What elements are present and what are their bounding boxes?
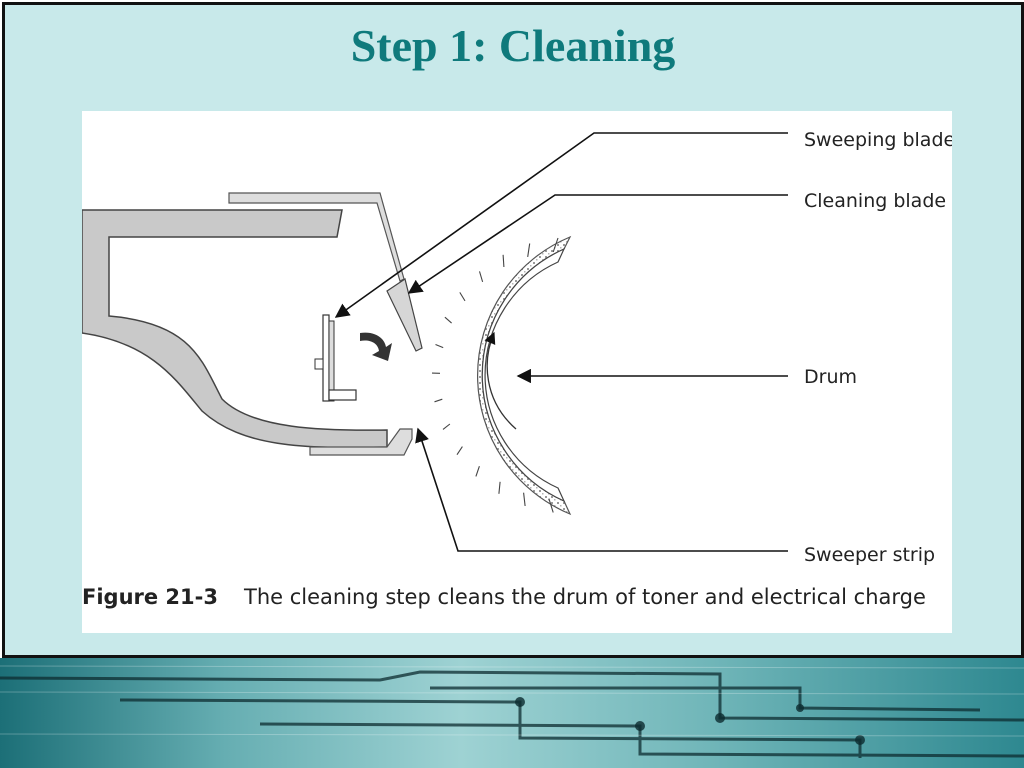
circuit-lines — [0, 665, 1024, 758]
drum-segment-line — [478, 271, 484, 283]
drum-segment-line — [434, 398, 443, 403]
drum-segment-line — [459, 292, 466, 302]
drum-segment-line — [523, 492, 526, 507]
figure-panel: Sweeping blade Cleaning blade Drum Sweep… — [82, 111, 952, 633]
rotation-arrow-icon — [360, 332, 392, 361]
sweeping-blade-leader — [334, 132, 788, 318]
label-sweeper-strip: Sweeper strip — [804, 544, 935, 566]
caption-number: Figure 21-3 — [82, 585, 218, 609]
cleaning-blade — [386, 278, 423, 352]
drum-segment-line — [456, 446, 463, 456]
drum-segment-line — [435, 343, 444, 349]
drum-segment-line — [548, 498, 554, 513]
sweeper-strip-leader — [415, 427, 788, 552]
cartridge-housing — [82, 209, 388, 449]
top-guide-plate — [228, 192, 405, 282]
decorative-circuit-footer — [0, 658, 1024, 768]
drum-segment-line — [498, 481, 501, 494]
drum-segment-line — [444, 316, 452, 324]
sweeping-blade-bracket — [314, 314, 357, 402]
drum-segment-line — [475, 466, 480, 477]
drum-segment-line — [442, 423, 451, 430]
cleaning-blade-leader — [407, 194, 788, 294]
drum — [431, 235, 572, 516]
sweeper-strip-plate — [309, 428, 413, 456]
label-drum: Drum — [804, 366, 857, 388]
caption-text: The cleaning step cleans the drum of ton… — [244, 585, 926, 609]
cleaning-diagram: Sweeping blade Cleaning blade Drum Sweep… — [82, 129, 952, 566]
label-sweeping-blade: Sweeping blade — [804, 129, 952, 151]
drum-segment-line — [552, 237, 559, 253]
drum-rotation-arrow — [484, 331, 517, 430]
drum-segment-line — [502, 254, 505, 268]
label-cleaning-blade: Cleaning blade — [804, 190, 946, 212]
figure-caption: Figure 21-3 The cleaning step cleans the … — [82, 585, 952, 615]
slide: Step 1: Cleaning — [2, 2, 1024, 658]
slide-title: Step 1: Cleaning — [350, 20, 676, 71]
drum-segment-line — [527, 243, 531, 257]
